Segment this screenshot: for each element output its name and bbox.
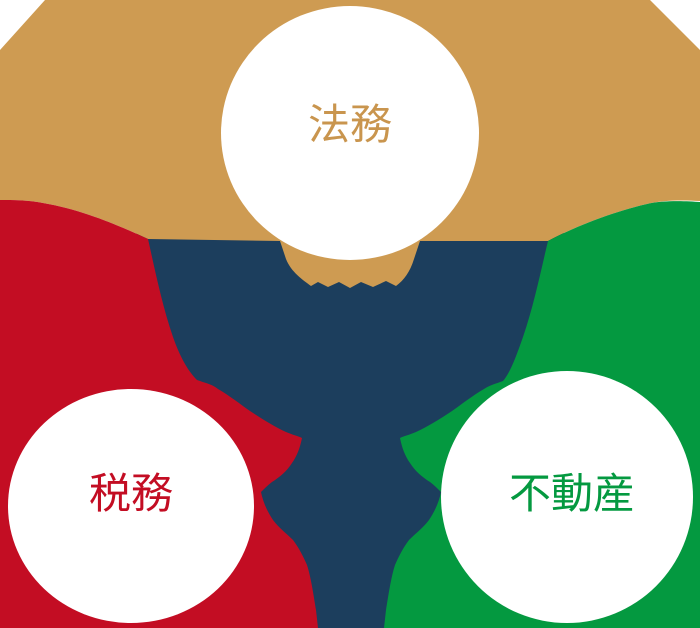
tax-label: 税務 — [89, 472, 173, 518]
legal-circle — [221, 6, 479, 260]
tax-circle — [8, 389, 254, 623]
center-funnel-shape — [136, 232, 564, 628]
real-estate-circle — [441, 371, 693, 623]
legal-label: 法務 — [308, 103, 392, 149]
real-estate-label: 不動産 — [509, 472, 635, 518]
